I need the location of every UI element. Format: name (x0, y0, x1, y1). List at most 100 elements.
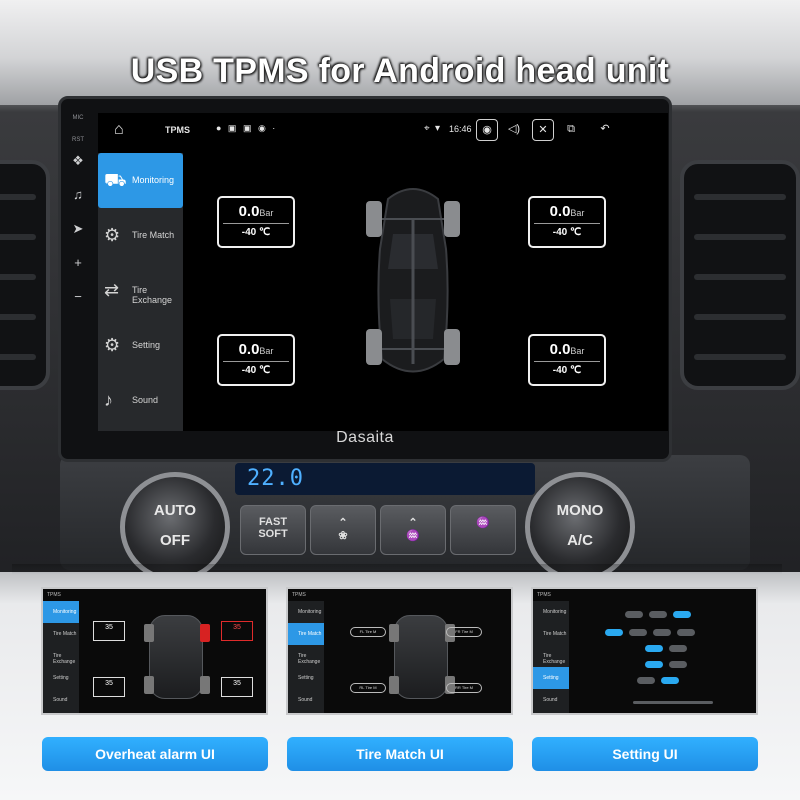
volume-up-button[interactable]: + (74, 255, 82, 270)
tire-pressure: 0.0Bar (238, 203, 274, 220)
defrost-icon: ♒ (476, 517, 490, 529)
screenshot-button[interactable]: ◉ (476, 119, 498, 141)
preview-match-rl: RL Tire M (350, 683, 386, 693)
menu-item-tire-exchange[interactable]: ⇄ Tire Exchange (98, 263, 183, 318)
volume-down-button[interactable]: − (74, 289, 82, 304)
speaker-icon: ♪ (104, 390, 113, 410)
apps-icon[interactable]: ❖ (72, 153, 84, 168)
preview-menu: Monitoring Tire Match Tire Exchange Sett… (43, 601, 79, 713)
close-icon: ✕ (538, 124, 548, 136)
airflow-icon: ⌃♒ (406, 517, 420, 542)
tpms-menu: ⛟ Monitoring ⚙ Tire Match ⇄ Tire Exchang… (98, 153, 183, 431)
back-button[interactable]: ↶ (594, 119, 616, 141)
preview-status-bar: TPMS (292, 592, 306, 598)
tire-rear-left: 0.0Bar -40 ℃ (217, 334, 295, 386)
fan-up-button[interactable]: ⌃❀ (310, 505, 376, 555)
tire-front-left: 0.0Bar -40 ℃ (217, 196, 295, 248)
preview-match-fr: FR Tire M (446, 627, 482, 637)
tire-pressure: 0.0Bar (238, 341, 274, 358)
caption-setting: Setting UI (532, 737, 758, 771)
volume-button[interactable]: ◁) (503, 119, 525, 141)
tire-front-right: 0.0Bar -40 ℃ (528, 196, 606, 248)
menu-item-label: Sound (132, 395, 159, 405)
knob-ac-label: A/C (567, 532, 593, 549)
preview-status-bar: TPMS (537, 592, 551, 598)
preview-menu-item: Monitoring (543, 609, 567, 615)
tire-icon: ⚙ (104, 225, 121, 245)
caption-tire-match: Tire Match UI (287, 737, 513, 771)
preview-menu-item: Monitoring (43, 601, 79, 623)
preview-menu-item: Tire Exchange (53, 653, 76, 665)
speaker-icon: ◁) (507, 123, 521, 135)
car-chassis-image (366, 188, 460, 373)
recent-apps-button[interactable]: ⧉ (560, 119, 582, 141)
menu-item-label: Tire Exchange (132, 285, 173, 305)
preview-match-rr: RR Tire M (446, 683, 482, 693)
app-title: TPMS (165, 125, 191, 135)
home-icon[interactable]: ⌂ (114, 121, 124, 138)
dashboard-top (0, 0, 800, 105)
preview-menu-item: Monitoring (298, 609, 322, 615)
windows-icon: ⧉ (567, 123, 575, 135)
car-icon: ⛟ (104, 170, 127, 190)
camera-icon: ◉ (482, 124, 492, 136)
knob-auto-label: AUTO (153, 502, 197, 519)
menu-item-monitoring[interactable]: ⛟ Monitoring (98, 153, 183, 208)
tire-exchange-icon: ⇄ (104, 280, 120, 300)
status-bar: ⌂ TPMS ● ▣ ▣ ◉ · ⌖ ▾ 16:46 ◉ ◁) ✕ ⧉ ↶ (98, 113, 668, 147)
notification-icons: ● ▣ ▣ ◉ · (216, 123, 278, 133)
side-controls: MIC RST ❖ ♫ ➤ + − (61, 109, 95, 309)
preview-menu-item: Setting (533, 667, 569, 689)
preview-menu-item: Tire Exchange (543, 653, 566, 665)
preview-menu-item: Sound (298, 697, 313, 703)
music-icon[interactable]: ♫ (73, 187, 83, 202)
menu-item-label: Tire Match (132, 230, 175, 240)
left-air-vent (0, 160, 50, 390)
menu-item-label: Setting (132, 340, 161, 350)
tpms-screen: ⌂ TPMS ● ▣ ▣ ◉ · ⌖ ▾ 16:46 ◉ ◁) ✕ ⧉ ↶ ⛟ … (98, 113, 668, 431)
tire-pressure: 0.0Bar (549, 341, 585, 358)
tire-pressure: 0.0Bar (549, 203, 585, 220)
preview-car (389, 615, 455, 699)
preview-menu: Monitoring Tire Match Tire Exchange Sett… (533, 601, 569, 713)
tire-temperature: -40 ℃ (552, 227, 582, 238)
preview-status-bar: TPMS (47, 592, 61, 598)
fast-soft-label: FAST SOFT (258, 516, 288, 540)
strip-shadow (12, 564, 782, 574)
gear-icon: ⚙ (104, 335, 121, 355)
navigation-icon[interactable]: ➤ (72, 221, 84, 236)
tire-match-preview: TPMS Monitoring Tire Match Tire Exchange… (286, 587, 513, 715)
fast-soft-button[interactable]: FAST SOFT (240, 505, 306, 555)
tire-temperature: -40 ℃ (241, 365, 271, 376)
head-unit: MIC RST ❖ ♫ ➤ + − ⌂ TPMS ● ▣ ▣ ◉ · ⌖ ▾ 1… (58, 96, 672, 462)
tire-temperature: -40 ℃ (552, 365, 582, 376)
preview-menu-item: Tire Match (288, 623, 324, 645)
close-app-button[interactable]: ✕ (532, 119, 554, 141)
mic-label: MIC (72, 115, 84, 121)
back-icon: ↶ (600, 123, 610, 135)
knob-off-label: OFF (160, 532, 190, 549)
climate-display: 22.0 (235, 463, 535, 495)
preview-match-fl: FL Tire M (350, 627, 386, 637)
location-icon: ⌖ (424, 123, 430, 134)
mode-up-button[interactable]: ⌃♒ (380, 505, 446, 555)
rst-label[interactable]: RST (72, 137, 84, 143)
setting-preview: TPMS Monitoring Tire Match Tire Exchange… (531, 587, 758, 715)
preview-menu-item: Tire Exchange (298, 653, 321, 665)
clock: 16:46 (449, 124, 472, 134)
preview-menu-item: Setting (298, 675, 314, 681)
overheat-alarm-preview: TPMS Monitoring Tire Match Tire Exchange… (41, 587, 268, 715)
preview-menu-item: Tire Match (53, 631, 77, 637)
preview-car (144, 615, 210, 699)
preview-menu-item: Sound (543, 697, 558, 703)
menu-item-setting[interactable]: ⚙ Setting (98, 318, 183, 373)
menu-item-sound[interactable]: ♪ Sound (98, 373, 183, 428)
headline: USB TPMS for Android head unit (130, 52, 670, 90)
caption-overheat-alarm: Overheat alarm UI (42, 737, 268, 771)
alarm-wheel (200, 624, 210, 642)
menu-item-tire-match[interactable]: ⚙ Tire Match (98, 208, 183, 263)
defrost-button[interactable]: ♒ (450, 505, 516, 555)
preview-menu: Monitoring Tire Match Tire Exchange Sett… (288, 601, 324, 713)
menu-item-label: Monitoring (132, 175, 175, 185)
